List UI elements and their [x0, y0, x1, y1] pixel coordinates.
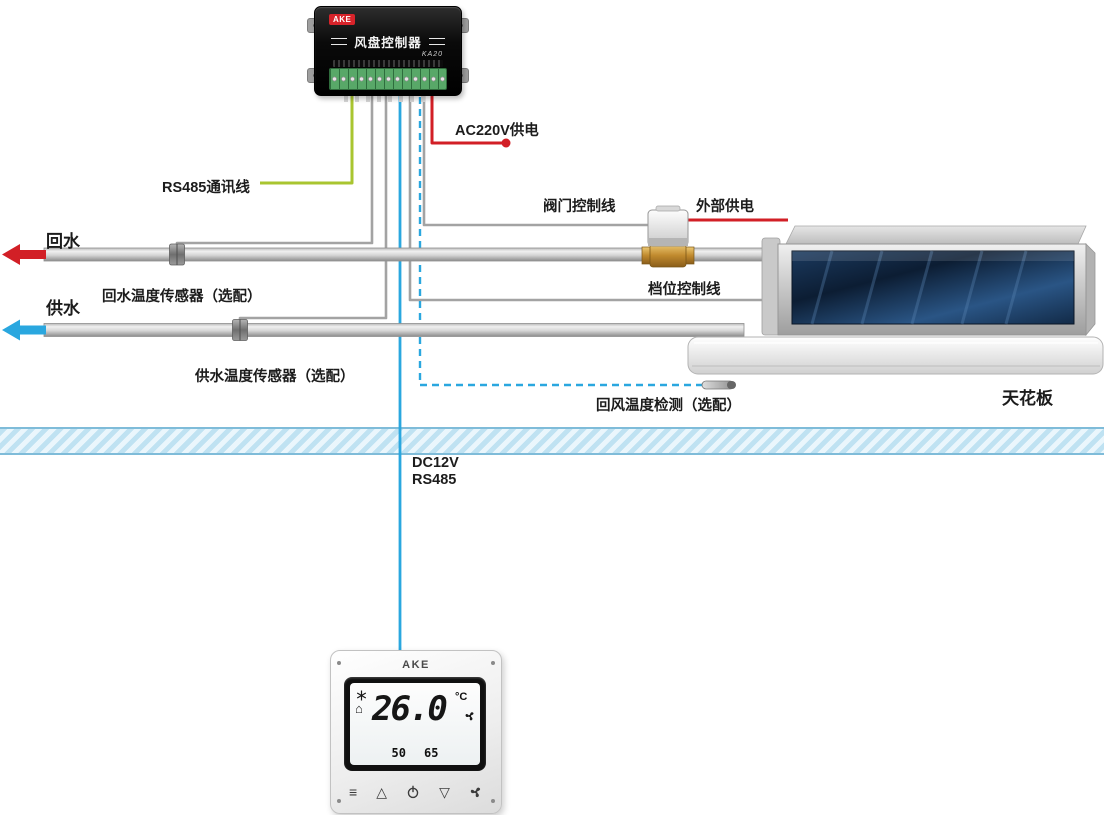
- snowflake-icon: [356, 688, 367, 706]
- pipe-supply-water: [43, 323, 745, 337]
- return-water-sensor-clamp: [169, 243, 185, 266]
- lcd-value-left: 50: [391, 746, 406, 760]
- fan-coil-top-face: [785, 225, 1087, 245]
- ceiling-band: [0, 427, 1104, 455]
- thermostat-brand: AKE: [402, 659, 430, 671]
- wire-rs485-comm: [260, 85, 354, 185]
- controller-model: KA20: [421, 51, 443, 58]
- thermostat-screw: [337, 799, 341, 803]
- fan-coil-heat-exchanger: [791, 250, 1075, 325]
- fan-speed-button[interactable]: [469, 785, 483, 799]
- power-button[interactable]: [406, 785, 420, 799]
- controller-body: AKE 风盘控制器 KA20: [314, 6, 462, 96]
- lcd-value-right: 65: [424, 746, 439, 760]
- lcd-temperature: 26.0: [372, 689, 448, 729]
- fan-coil-bottom-panel: [687, 336, 1104, 375]
- label-valve-control-line: 阀门控制线: [543, 199, 616, 215]
- lcd-sub-values: 50 65: [350, 746, 480, 760]
- controller-wire-pins: [344, 95, 432, 102]
- temp-up-button[interactable]: △: [376, 784, 388, 800]
- return-air-probe: [701, 380, 736, 390]
- controller-vent-slots: [333, 60, 443, 67]
- label-ac220v-power: AC220V供电: [455, 123, 539, 139]
- lcd-fan-icon: [464, 709, 476, 727]
- label-return-air-detect: 回风温度检测（选配）: [596, 398, 741, 414]
- fan-coil-unit: [687, 225, 1104, 375]
- label-rs485-bus: RS485: [412, 472, 457, 488]
- label-gear-control-line: 档位控制线: [648, 282, 721, 298]
- house-icon: ⌂: [355, 701, 363, 716]
- wire-supply-water-sensor: [238, 85, 388, 323]
- thermostat-lcd: ⌂ 26.0 °C 50 65: [350, 683, 480, 765]
- return-water-flow-arrow: [2, 244, 46, 265]
- label-return-water: 回水: [46, 232, 80, 251]
- temp-down-button[interactable]: ▽: [439, 784, 450, 800]
- label-rs485-comm-line: RS485通讯线: [162, 180, 250, 196]
- motorized-valve: [641, 205, 695, 268]
- thermostat-screw: [491, 799, 495, 803]
- label-dc12v: DC12V: [412, 455, 459, 471]
- controller-title-row: 风盘控制器: [315, 32, 461, 51]
- wire-valve-control: [422, 85, 650, 227]
- wire-ac220v: [430, 85, 511, 148]
- fan-coil-controller: AKE 风盘控制器 KA20: [307, 6, 469, 102]
- thermostat-screen: ⌂ 26.0 °C 50 65: [344, 677, 486, 771]
- label-external-power: 外部供电: [696, 199, 754, 215]
- title-deco-line: [331, 38, 348, 45]
- fan-coil-right-face: [1085, 243, 1096, 337]
- controller-brand-logo: AKE: [329, 14, 356, 25]
- label-ceiling: 天花板: [1002, 389, 1053, 408]
- supply-water-sensor-clamp: [232, 319, 248, 341]
- thermostat-buttons: ≡ △ ▽: [341, 779, 491, 805]
- controller-title: 风盘控制器: [354, 36, 422, 50]
- fan-coil-pipe-connector: [761, 237, 781, 336]
- thermostat-screw: [491, 661, 495, 665]
- lcd-temp-unit: °C: [455, 691, 468, 703]
- thermostat: AKE ⌂ 26.0 °C: [330, 650, 502, 814]
- thermostat-screw: [337, 661, 341, 665]
- menu-button[interactable]: ≡: [349, 784, 358, 800]
- wire-return-air-detect: [418, 85, 702, 387]
- title-deco-line: [428, 38, 445, 45]
- label-supply-water-sensor: 供水温度传感器（选配）: [195, 369, 355, 385]
- wire-return-water-sensor: [175, 85, 374, 248]
- wire-gear-control: [408, 85, 770, 302]
- controller-terminal-strip: [329, 68, 447, 90]
- label-supply-water: 供水: [46, 299, 80, 318]
- label-return-water-sensor: 回水温度传感器（选配）: [102, 289, 262, 305]
- supply-water-flow-arrow: [2, 319, 46, 341]
